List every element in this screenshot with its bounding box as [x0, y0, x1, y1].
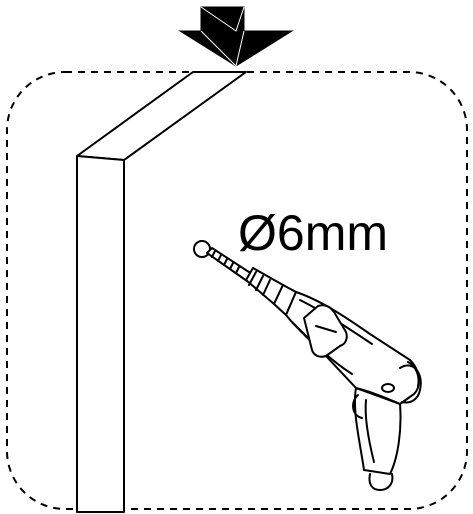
board-panel [76, 71, 247, 513]
drill-size-label: Ø6mm [238, 205, 388, 261]
power-drill-icon [193, 240, 422, 491]
down-arrow-icon [178, 6, 294, 67]
